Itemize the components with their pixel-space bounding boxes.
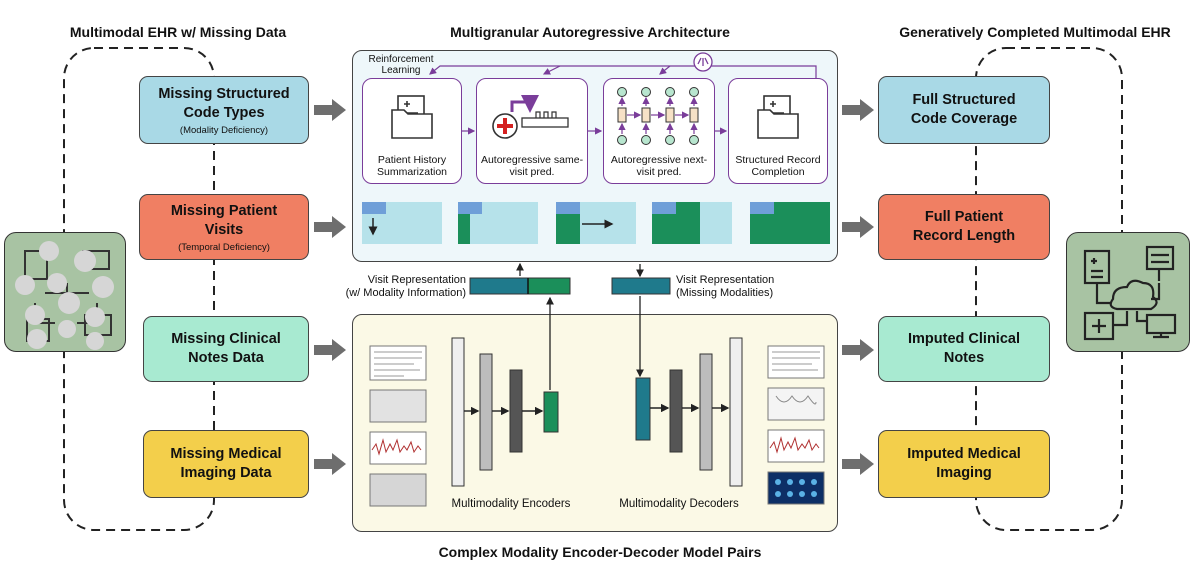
medical-cross-icon [492, 95, 569, 139]
decoder-layers [635, 337, 743, 487]
visit-rep-left-label: Visit Representation (w/ Modality Inform… [318, 274, 466, 300]
input-subtitle: (Temporal Deficiency) [178, 241, 270, 253]
output-title: Full Structured Code Coverage [910, 92, 1018, 127]
stage-caption: Autoregressive next-visit pred. [610, 154, 708, 178]
encoder-layers [451, 337, 559, 487]
visit-rep-left-line2: (w/ Modality Information) [345, 287, 466, 299]
stage-caption: Autoregressive same-visit pred. [480, 154, 584, 178]
visit-rep-left-line1: Visit Representation [367, 274, 466, 286]
stage-caption: Structured Record Completion [735, 154, 821, 178]
input-title: Missing Patient Visits [170, 202, 278, 238]
ehr-complete-icon-panel [1066, 232, 1190, 352]
input-title: Missing Structured Code Types [158, 85, 290, 121]
ehr-network-complete-icon [1083, 245, 1177, 341]
output-title: Imputed Medical Imaging [907, 446, 1021, 481]
input-modality-thumbnails [369, 345, 427, 507]
heading-bottom: Complex Modality Encoder-Decoder Model P… [438, 544, 762, 560]
ehr-network-icon [15, 241, 114, 350]
visit-rep-right-line1: Visit Representation [676, 274, 775, 286]
encoder-decoder-panel [352, 314, 838, 532]
heading-left: Multimodal EHR w/ Missing Data [69, 24, 287, 40]
input-missing-medical-imaging: Missing Medical Imaging Data [143, 430, 309, 498]
ehr-missing-icon-panel [4, 232, 126, 352]
input-title: Missing Medical Imaging Data [170, 446, 282, 481]
decoders-label: Multimodality Decoders [619, 498, 739, 510]
input-title: Missing Clinical Notes Data [171, 331, 281, 366]
output-title: Imputed Clinical Notes [908, 331, 1020, 366]
sequence-lattice-icon [617, 87, 699, 145]
rl-label: Reinforcement Learning [368, 54, 434, 76]
output-modality-thumbnails [767, 345, 825, 505]
heading-center: Multigranular Autoregressive Architectur… [450, 24, 730, 40]
input-missing-patient-visits: Missing Patient Visits (Temporal Deficie… [139, 194, 309, 260]
visit-rep-right-label: Visit Representation (Missing Modalities… [676, 274, 826, 300]
visit-rep-right-line2: (Missing Modalities) [676, 287, 774, 299]
encoders-label: Multimodality Encoders [451, 498, 571, 510]
output-full-patient-record-length: Full Patient Record Length [878, 194, 1050, 260]
folder-document-icon [391, 95, 433, 139]
visit-rep-bar-missing [611, 277, 671, 295]
output-imputed-clinical-notes: Imputed Clinical Notes [878, 316, 1050, 382]
output-imputed-medical-imaging: Imputed Medical Imaging [878, 430, 1050, 498]
folder-document-icon [757, 95, 799, 139]
output-full-structured-code-coverage: Full Structured Code Coverage [878, 76, 1050, 144]
visit-progress-strip [362, 202, 830, 244]
heading-right: Generatively Completed Multimodal EHR [899, 24, 1171, 40]
input-subtitle: (Modality Deficiency) [179, 124, 269, 136]
output-title: Full Patient Record Length [912, 209, 1016, 244]
input-missing-structured-code-types: Missing Structured Code Types (Modality … [139, 76, 309, 144]
stage-caption: Patient History Summarization [376, 154, 448, 178]
input-missing-clinical-notes: Missing Clinical Notes Data [143, 316, 309, 382]
